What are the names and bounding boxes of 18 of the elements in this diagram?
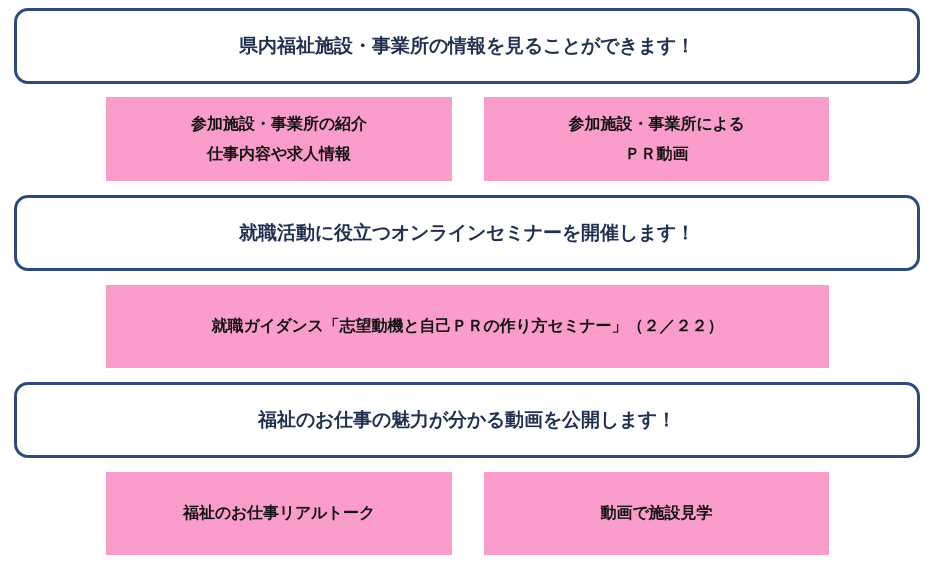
info-box bbox=[106, 97, 452, 181]
info-box bbox=[484, 472, 829, 555]
item-text: 参加施設・事業所による bbox=[568, 112, 744, 135]
info-box bbox=[484, 97, 829, 181]
info-box bbox=[106, 285, 829, 368]
item-text: ＰＲ動画 bbox=[624, 143, 688, 165]
heading-box bbox=[14, 8, 920, 84]
heading-box bbox=[14, 195, 920, 271]
heading-text: 福祉のお仕事の魅力が分かる動画を公開します！ bbox=[258, 408, 676, 433]
heading-text: 県内福祉施設・事業所の情報を見ることができます！ bbox=[239, 34, 695, 59]
item-text: 動画で施設見学 bbox=[600, 502, 712, 524]
heading-box bbox=[14, 382, 920, 458]
heading-text: 就職活動に役立つオンラインセミナーを開催します！ bbox=[239, 221, 695, 246]
item-text: 福祉のお仕事リアルトーク bbox=[183, 502, 375, 524]
item-text: 仕事内容や求人情報 bbox=[207, 143, 351, 165]
item-text: 参加施設・事業所の紹介 bbox=[191, 112, 367, 135]
info-box bbox=[106, 472, 452, 555]
item-text: 就職ガイダンス「志望動機と自己ＰＲの作り方セミナー」（２／２２） bbox=[212, 315, 724, 338]
